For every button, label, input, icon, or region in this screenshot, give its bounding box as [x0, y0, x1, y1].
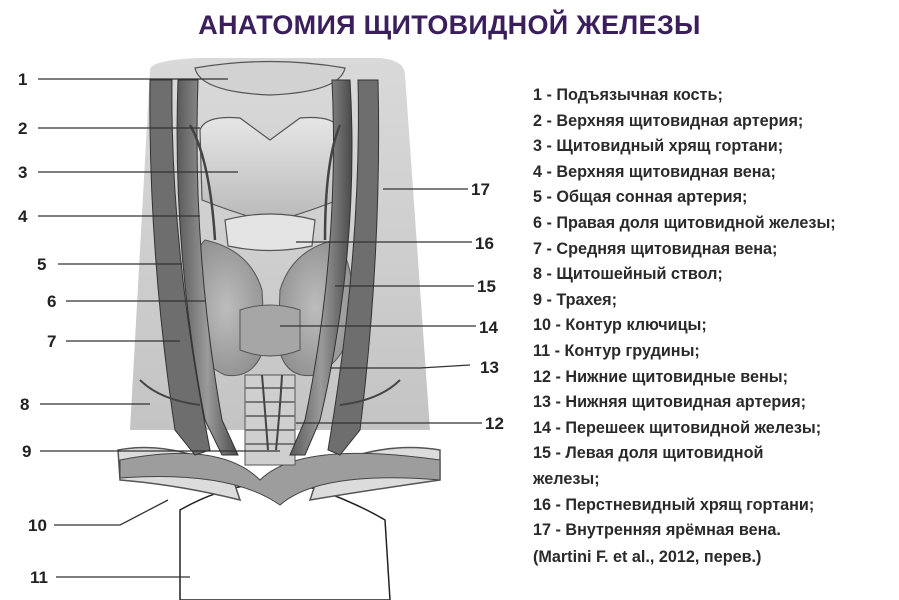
figure-number-6: 6: [47, 292, 56, 311]
legend-item-16: 16 - Перстневидный хрящ гортани;: [533, 495, 815, 514]
figure-number-16: 16: [475, 234, 494, 253]
figure-number-17: 17: [471, 180, 490, 199]
legend-item-12: 12 - Нижние щитовидные вены;: [533, 367, 788, 386]
figure-number-8: 8: [20, 395, 29, 414]
inferior-thyroid-veins: [261, 374, 283, 451]
legend-item-3: 3 - Щитовидный хрящ гортани;: [533, 137, 784, 156]
legend-item-14: 14 - Перешеек щитовидной железы;: [533, 418, 822, 437]
figure-number-10: 10: [28, 516, 47, 535]
thyrocervical-trunk: [139, 379, 401, 406]
figure-number-12: 12: [485, 414, 504, 433]
page-title: АНАТОМИЯ ЩИТОВИДНОЙ ЖЕЛЕЗЫ: [198, 10, 701, 40]
legend-item-15: 15 - Левая доля щитовидной железы;: [533, 444, 764, 488]
figure-number-4: 4: [18, 207, 28, 226]
figure-number-9: 9: [22, 442, 31, 461]
jugular-vein-right: [149, 79, 211, 456]
figure-numbers: 1 2 3 4 5 6 7 8 9 10 11 12 13 14 15 16 1…: [18, 70, 504, 587]
legend-item-2: 2 - Верхняя щитовидная артерия;: [533, 111, 804, 130]
legend-item-1: 1 - Подъязычная кость;: [533, 86, 723, 104]
legend-item-8: 8 - Щитошейный ствол;: [533, 265, 723, 284]
common-carotid-right: [176, 79, 239, 456]
thyroid-isthmus: [239, 304, 301, 357]
figure-number-15: 15: [477, 277, 496, 296]
legend-item-6: 6 - Правая доля щитовидной железы;: [533, 213, 836, 232]
superior-thyroid-artery-left: [323, 124, 342, 241]
legend-item-17: 17 - Внутренняя ярёмная вена.: [533, 521, 781, 540]
legend-item-5: 5 - Общая сонная артерия;: [533, 188, 748, 207]
superior-thyroid-artery: [188, 124, 217, 241]
legend-item-4: 4 - Верхняя щитовидная вена;: [533, 162, 776, 181]
legend-item-9: 9 - Трахея;: [533, 290, 617, 309]
legend-item-13: 13 - Нижняя щитовидная артерия;: [533, 393, 807, 412]
jugular-vein-left: [327, 79, 380, 456]
source-citation: (Martini F. et al., 2012, перев.): [533, 547, 762, 566]
common-carotid-left: [289, 79, 353, 456]
figure-number-2: 2: [18, 119, 27, 138]
figure-number-13: 13: [480, 358, 499, 377]
legend-list: 1 - Подъязычная кость; 2 - Верхняя щитов…: [533, 83, 893, 570]
trachea: [244, 374, 296, 466]
figure-number-5: 5: [37, 255, 46, 274]
cricoid-cartilage: [224, 213, 316, 252]
figure-number-11: 11: [30, 568, 48, 587]
brachiocephalic-veins: [119, 452, 441, 506]
pointer-lines: [38, 78, 482, 578]
figure-number-14: 14: [479, 318, 498, 337]
legend-item-10: 10 - Контур ключицы;: [533, 316, 707, 335]
figure-number-7: 7: [47, 332, 56, 351]
figure-number-1: 1: [18, 70, 27, 89]
thyroid-anatomy-illustration: 1 2 3 4 5 6 7 8 9 10 11 12 13 14 15 16 1…: [18, 58, 504, 600]
legend-item-11: 11 - Контур грудины;: [533, 341, 700, 360]
legend-item-7: 7 - Средняя щитовидная вена;: [533, 239, 778, 258]
figure-number-3: 3: [18, 163, 27, 182]
